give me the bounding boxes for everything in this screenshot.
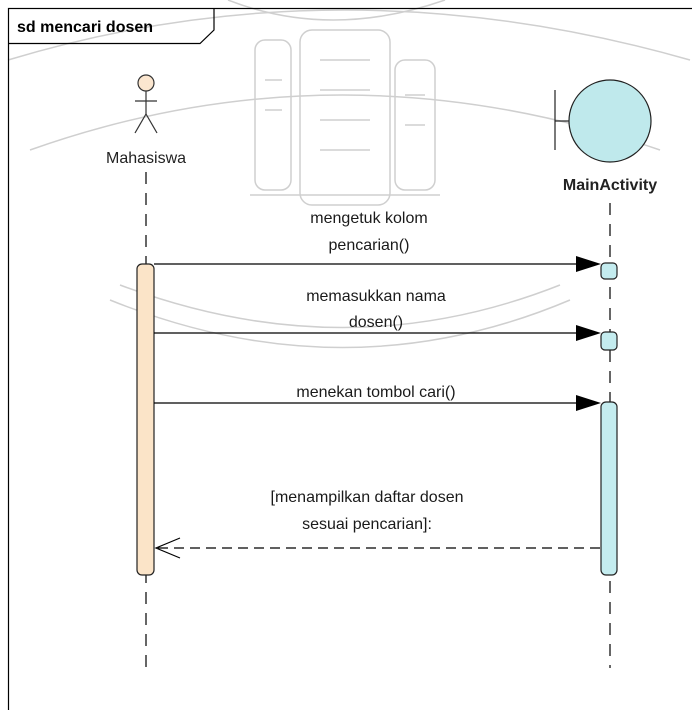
boundary-name: MainActivity [563,177,657,194]
actor-icon [135,75,157,133]
boundary-activation-small-2 [601,332,617,350]
actor-activation-bar [137,264,154,575]
message-2-label-line2: dosen() [349,314,403,331]
boundary-lifeline: MainActivity [555,80,657,668]
frame-title: sd mencari dosen [17,19,153,36]
message-2-arrowhead [576,325,601,341]
message-1-label-line1: mengetuk kolom [310,210,427,227]
message-2-label-line1: memasukkan nama [306,288,446,305]
message-3: menekan tombol cari() [154,384,601,411]
actor-lifeline: Mahasiswa [106,75,186,668]
actor-name: Mahasiswa [106,150,186,167]
boundary-icon [555,80,651,162]
message-1: mengetuk kolom pencarian() [154,210,601,272]
message-1-label-line2: pencarian() [329,237,410,254]
message-1-arrowhead [576,256,601,272]
boundary-activation-bar [601,402,617,575]
return-message: [menampilkan daftar dosen sesuai pencari… [156,489,601,558]
message-3-arrowhead [576,395,601,411]
message-3-label: menekan tombol cari() [296,384,455,401]
boundary-activation-small-1 [601,263,617,279]
return-message-label-line2: sesuai pencarian]: [302,516,432,533]
return-message-label-line1: [menampilkan daftar dosen [271,489,464,506]
